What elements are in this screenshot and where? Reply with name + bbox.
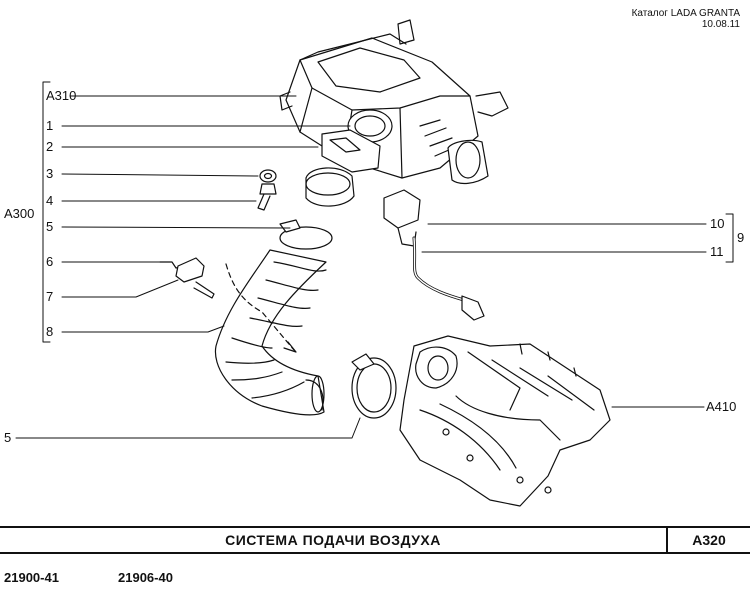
label-part-4: 4 xyxy=(46,193,54,208)
label-part-7: 7 xyxy=(46,289,54,304)
label-a410: A410 xyxy=(706,399,737,414)
label-part-6: 6 xyxy=(46,254,54,269)
purge-valve xyxy=(383,189,485,321)
group-brackets xyxy=(42,81,734,343)
label-part-9: 9 xyxy=(737,230,745,245)
hose-clamp-upper xyxy=(279,219,333,250)
model-code-1: 21900-41 xyxy=(4,570,59,585)
air-intake-diagram xyxy=(15,19,734,507)
intake-manifold xyxy=(399,335,611,507)
air-intake-hose xyxy=(214,249,327,416)
label-part-1: 1 xyxy=(46,118,54,133)
hose-clamp-lower xyxy=(351,353,397,419)
washer xyxy=(259,169,277,183)
label-a300: A300 xyxy=(4,206,35,221)
title-bar: СИСТЕМА ПОДАЧИ ВОЗДУХА A320 xyxy=(0,526,750,554)
seal-ring xyxy=(347,109,393,143)
label-part-5-lower: 5 xyxy=(4,430,12,445)
section-title: СИСТЕМА ПОДАЧИ ВОЗДУХА xyxy=(225,532,441,548)
air-temperature-sensor xyxy=(159,257,215,299)
label-part-5: 5 xyxy=(46,219,54,234)
catalog-label: Каталог LADA GRANTA xyxy=(631,8,740,19)
model-code-2: 21906-40 xyxy=(118,570,173,585)
leader-lines xyxy=(15,95,707,439)
section-code: A320 xyxy=(692,532,726,548)
label-part-10: 10 xyxy=(710,216,725,231)
catalog-date: 10.08.11 xyxy=(701,19,740,30)
label-part-11: 11 xyxy=(710,244,724,259)
air-filter-housing xyxy=(279,19,509,185)
label-a310: A310 xyxy=(46,88,77,103)
label-part-8: 8 xyxy=(46,324,54,339)
bolt xyxy=(257,183,277,211)
mass-air-flow-sensor xyxy=(305,129,381,207)
label-part-3: 3 xyxy=(46,166,54,181)
label-part-2: 2 xyxy=(46,139,54,154)
title-divider xyxy=(666,528,668,552)
